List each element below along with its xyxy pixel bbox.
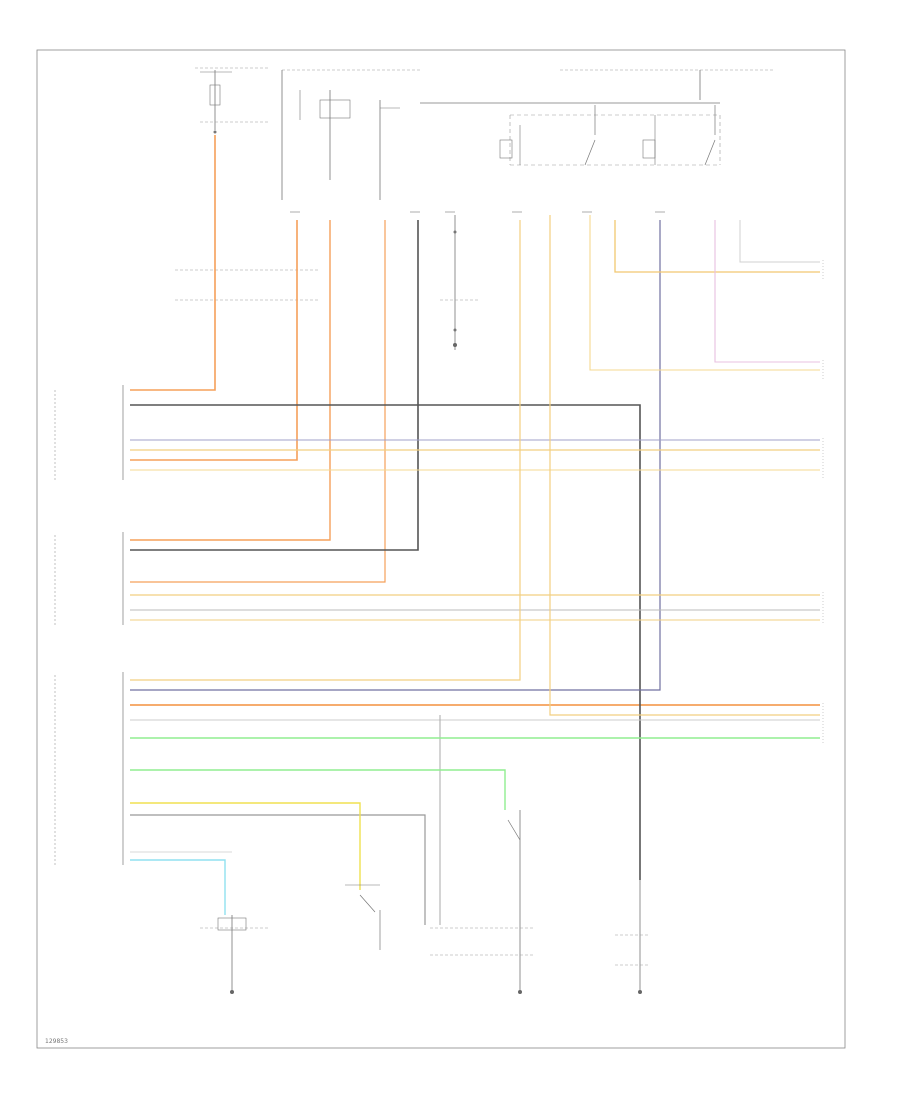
fuse-block-right (420, 69, 775, 166)
wire-orange-4 (130, 220, 386, 583)
wire-yellow-1 (130, 802, 361, 890)
module-bracket-2 (54, 532, 124, 625)
diagram-frame (36, 49, 846, 1049)
wire-pink-1 (714, 220, 820, 363)
ground-splice-center (440, 215, 480, 350)
wire-tan-6 (549, 215, 820, 716)
fuse-block-center (281, 69, 420, 200)
wire-pink-2 (739, 220, 820, 263)
wire-black-2 (130, 220, 419, 551)
module-bracket-3 (54, 672, 124, 865)
module-bracket-1 (54, 385, 124, 480)
wire-green-2 (130, 769, 506, 810)
wire-tan-7 (589, 215, 820, 371)
wire-tan-8 (614, 220, 820, 273)
bottom-left-ground (200, 915, 270, 994)
wire-black-1 (130, 404, 641, 880)
wire-orange-1 (130, 135, 216, 391)
wire-tan-5 (130, 220, 521, 681)
bottom-ground-right (615, 880, 650, 994)
splice-block-left (175, 269, 320, 301)
bottom-switch-center-left (345, 884, 381, 950)
wire-black-3 (130, 220, 661, 691)
bottom-ground-center (430, 810, 535, 994)
wire-gray-4 (130, 814, 426, 925)
fuse-block-left (195, 67, 268, 134)
wire-orange-2 (130, 220, 298, 461)
wire-blue-1 (130, 859, 226, 915)
diagram-footer-code: 129853 (45, 1038, 68, 1045)
wire-orange-3 (130, 220, 331, 541)
